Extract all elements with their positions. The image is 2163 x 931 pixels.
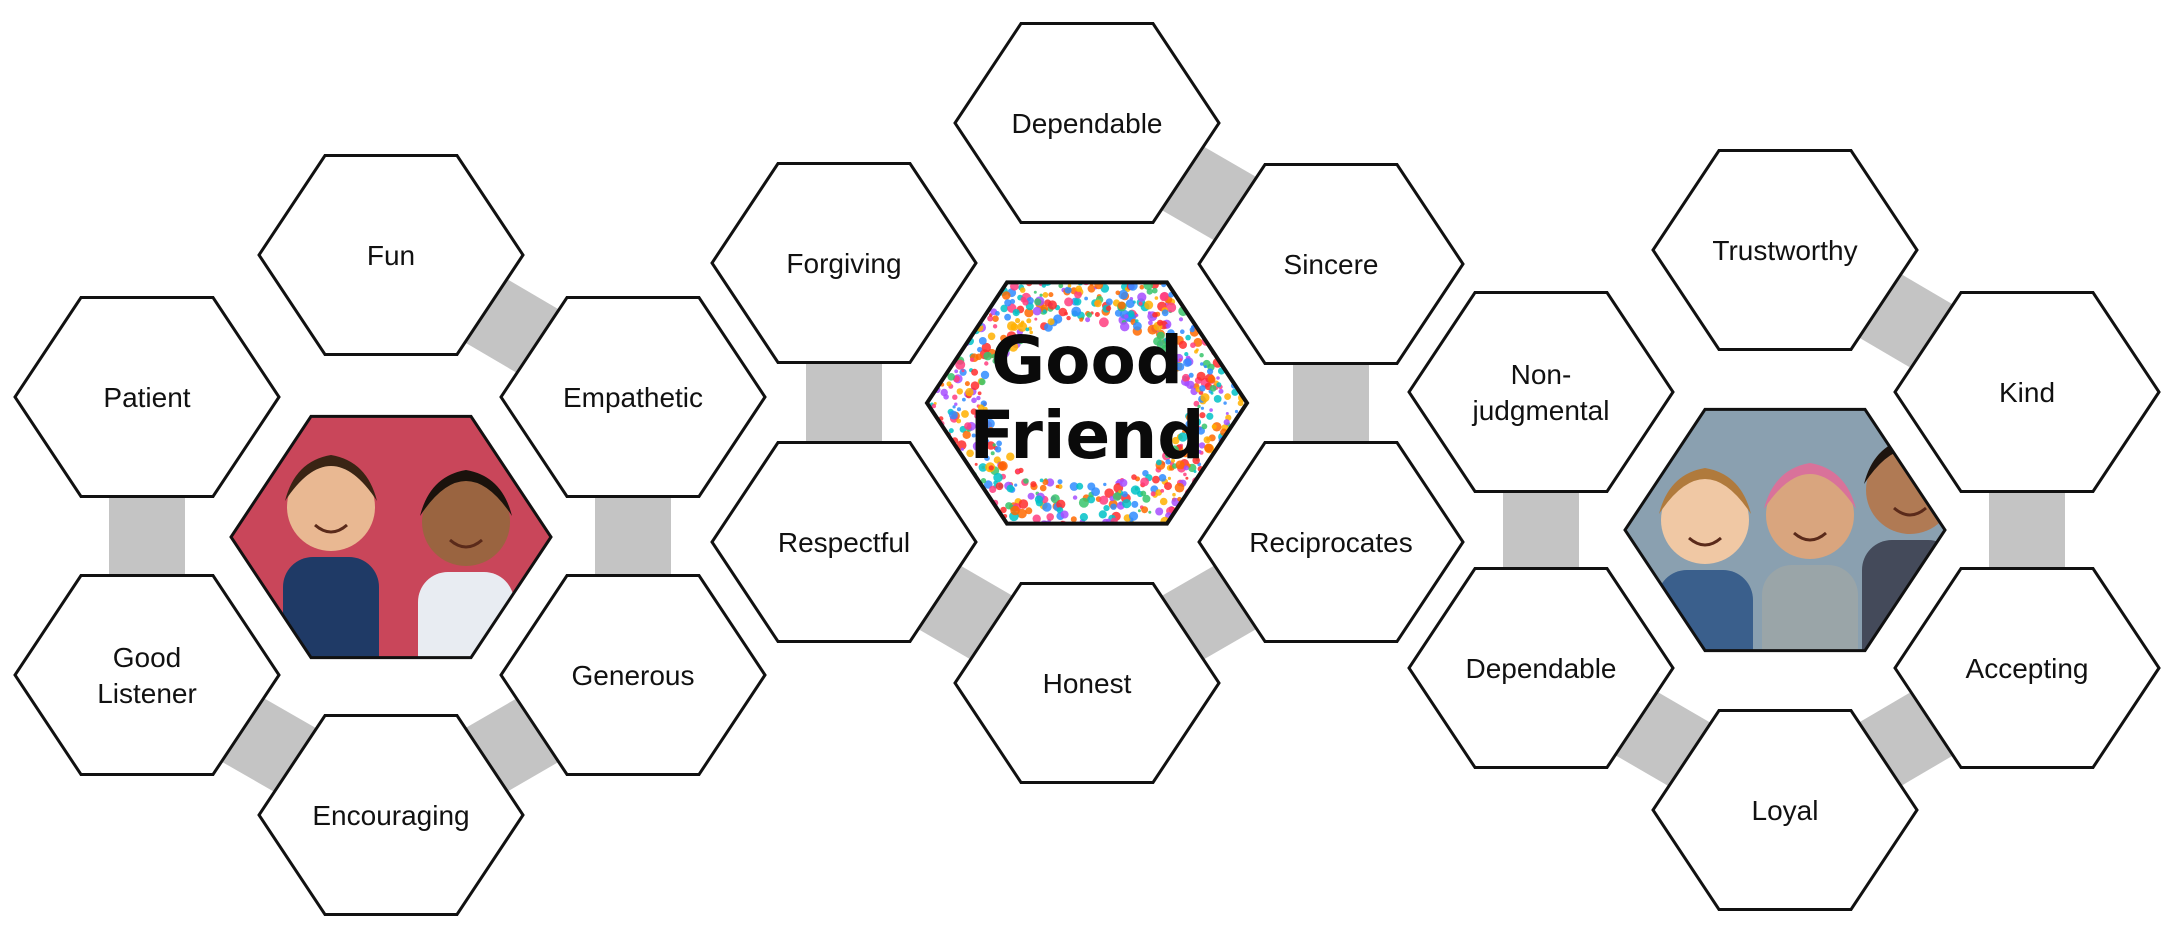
hexagon-label: Generous — [572, 660, 695, 691]
hexagon-encouraging: Encouraging — [257, 714, 525, 916]
hexagon-kind: Kind — [1893, 291, 2161, 493]
hexagon-dependable-bottom: Dependable — [1407, 567, 1675, 769]
hexagon-label: Dependable — [1465, 653, 1616, 684]
hexagon-shape — [710, 441, 978, 643]
photo-layer — [229, 407, 1947, 660]
hexagon-label: Sincere — [1284, 249, 1379, 280]
hexagon-shape — [1893, 291, 2161, 493]
hexagon-label: Kind — [1999, 377, 2055, 408]
hexagon-shape — [710, 162, 978, 364]
hexagon-trustworthy: Trustworthy — [1651, 149, 1919, 351]
hexagon-label: judgmental — [1472, 395, 1610, 426]
hexagon-label: Non- — [1511, 359, 1572, 390]
hexagon-shape — [1651, 149, 1919, 351]
hexagon-label: Reciprocates — [1249, 527, 1412, 558]
hexagon-layer: PatientFunEmpatheticGoodListenerGenerous… — [13, 22, 2161, 916]
hexagon-shape — [1197, 441, 1465, 643]
hexagon-reciprocates: Reciprocates — [1197, 441, 1465, 643]
hexagon-empathetic: Empathetic — [499, 296, 767, 498]
hexagon-shape — [1197, 163, 1465, 365]
photo-hexagon-border — [1623, 407, 1947, 653]
hexagon-label: Dependable — [1011, 108, 1162, 139]
hexagon-fun: Fun — [257, 154, 525, 356]
hexagon-label: Honest — [1043, 668, 1132, 699]
center-title-line2: Friend — [969, 397, 1204, 474]
hexagon-sincere: Sincere — [1197, 163, 1465, 365]
girls-photo — [1623, 407, 1947, 653]
hexagon-label: Trustworthy — [1712, 235, 1857, 266]
hexagon-shape — [13, 296, 281, 498]
hexagon-respectful: Respectful — [710, 441, 978, 643]
hexagon-label: Accepting — [1966, 653, 2089, 684]
hexagon-shape — [499, 296, 767, 498]
hexagon-label: Empathetic — [563, 382, 703, 413]
hexagon-honest: Honest — [953, 582, 1221, 784]
hexagon-shape — [953, 582, 1221, 784]
hexagon-shape — [257, 154, 525, 356]
hexagon-label: Loyal — [1752, 795, 1819, 826]
center-hexagon-border — [924, 280, 1250, 526]
hexagon-shape — [257, 714, 525, 916]
hexagon-label: Patient — [103, 382, 190, 413]
hexagon-dependable-top: Dependable — [953, 22, 1221, 224]
hexagon-label: Good — [113, 642, 182, 673]
hexagon-label: Encouraging — [312, 800, 469, 831]
hexagon-shape — [1893, 567, 2161, 769]
hexagon-generous: Generous — [499, 574, 767, 776]
hexagon-label: Respectful — [778, 527, 910, 558]
hexagon-label: Fun — [367, 240, 415, 271]
center-title-line1: Good — [991, 322, 1183, 399]
hexagon-non-judgmental: Non-judgmental — [1407, 291, 1675, 493]
hexagon-accepting: Accepting — [1893, 567, 2161, 769]
hexagon-label: Listener — [97, 678, 197, 709]
hexagon-shape — [1407, 291, 1675, 493]
hexagon-shape — [953, 22, 1221, 224]
hexagon-shape — [1407, 567, 1675, 769]
hexagon-shape — [13, 574, 281, 776]
hexagon-shape — [1651, 709, 1919, 911]
photo-hexagon-border — [229, 414, 553, 660]
hexagon-loyal: Loyal — [1651, 709, 1919, 911]
boys-photo — [229, 414, 553, 660]
hexagon-forgiving: Forgiving — [710, 162, 978, 364]
hexagon-patient: Patient — [13, 296, 281, 498]
hexagon-label: Forgiving — [786, 248, 901, 279]
hexagon-shape — [499, 574, 767, 776]
